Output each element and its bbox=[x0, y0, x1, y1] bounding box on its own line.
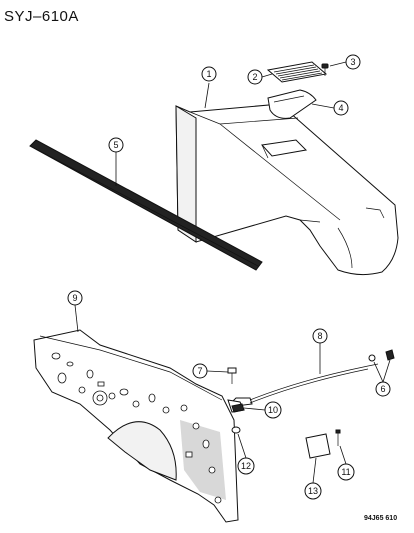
callout-11: 11 bbox=[337, 463, 355, 481]
weatherstrip bbox=[29, 139, 263, 271]
callout-2: 2 bbox=[247, 69, 263, 85]
access-plate bbox=[305, 433, 331, 459]
callout-13-label: 13 bbox=[308, 486, 318, 496]
screw-part-3 bbox=[321, 63, 329, 76]
callout-10-label: 10 bbox=[268, 405, 278, 415]
callout-4-label: 4 bbox=[338, 103, 343, 113]
leader-lines bbox=[74, 61, 391, 484]
callout-2-label: 2 bbox=[252, 72, 257, 82]
bolt-part-7 bbox=[227, 367, 237, 384]
callout-13: 13 bbox=[304, 482, 322, 500]
hood-release-cable bbox=[231, 363, 379, 407]
grommet-part-12 bbox=[231, 426, 241, 434]
diagram-title: SYJ–610A bbox=[4, 8, 79, 25]
callout-9-label: 9 bbox=[72, 293, 77, 303]
screw-part-11 bbox=[335, 429, 341, 446]
clips-part-6 bbox=[368, 349, 395, 362]
callout-8: 8 bbox=[312, 328, 328, 344]
callout-9: 9 bbox=[67, 290, 83, 306]
callout-5-label: 5 bbox=[113, 140, 118, 150]
callout-8-label: 8 bbox=[317, 331, 322, 341]
callout-1: 1 bbox=[201, 66, 217, 82]
dash-panel bbox=[33, 329, 239, 523]
callout-7: 7 bbox=[192, 363, 208, 379]
callout-11-label: 11 bbox=[341, 467, 350, 477]
callout-6: 6 bbox=[375, 381, 391, 397]
footer-code: 94J65 610 bbox=[364, 515, 397, 522]
speaker-grille bbox=[266, 61, 328, 83]
callout-5: 5 bbox=[108, 137, 124, 153]
callout-3: 3 bbox=[345, 54, 361, 70]
callout-6-label: 6 bbox=[380, 384, 385, 394]
instrument-panel-cover bbox=[175, 103, 399, 276]
callout-12-label: 12 bbox=[241, 461, 251, 471]
gasket bbox=[267, 89, 317, 119]
bracket-part-10 bbox=[227, 399, 245, 413]
callout-7-label: 7 bbox=[197, 366, 202, 376]
callout-3-label: 3 bbox=[350, 57, 355, 67]
callout-10: 10 bbox=[264, 401, 282, 419]
callout-1-label: 1 bbox=[206, 69, 211, 79]
callout-12: 12 bbox=[237, 457, 255, 475]
callout-4: 4 bbox=[333, 100, 349, 116]
